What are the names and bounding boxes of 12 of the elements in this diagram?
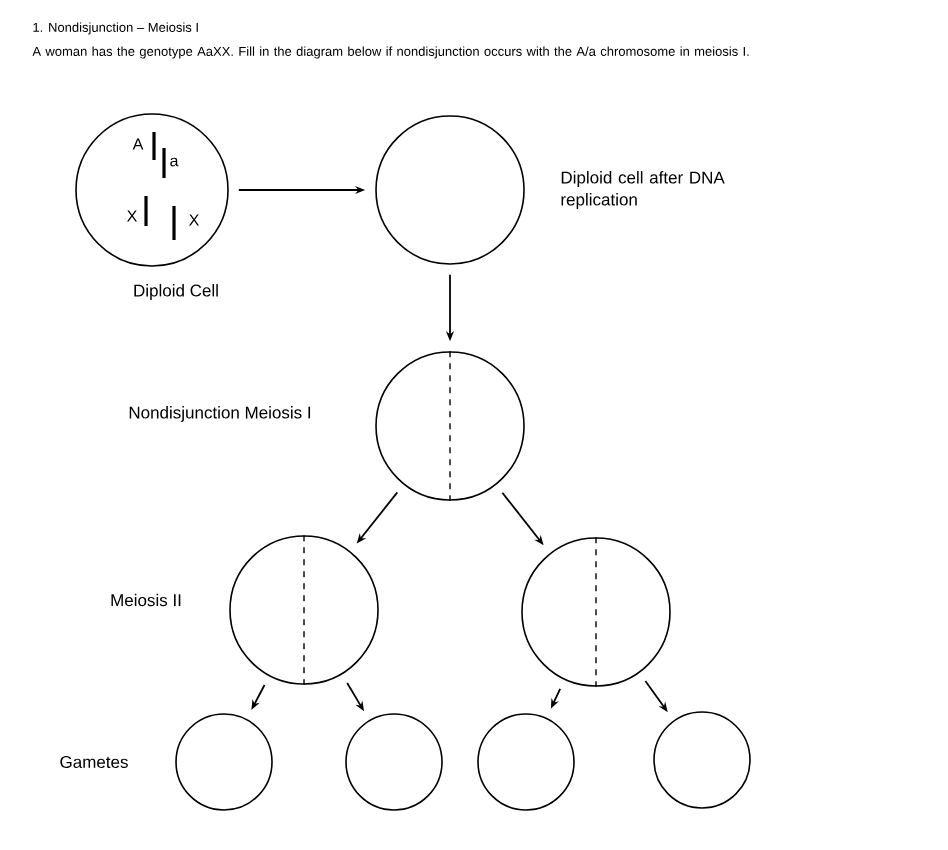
stage-label: Gametes [60, 756, 128, 768]
allele-label: A [132, 138, 144, 150]
stage-label: Meiosis II [111, 593, 181, 607]
allele-label: a [170, 157, 179, 167]
cell-circle [653, 711, 751, 809]
allele-label: X [127, 210, 137, 222]
stage-label: Diploid Cell [134, 284, 218, 300]
allele-label: X [189, 214, 199, 226]
cell-circle [345, 713, 443, 811]
cell-circle [477, 713, 575, 811]
stage-label: Nondisjunction Meiosis I [129, 406, 311, 422]
stage-label: Diploid cell after DNA replication [561, 171, 725, 209]
